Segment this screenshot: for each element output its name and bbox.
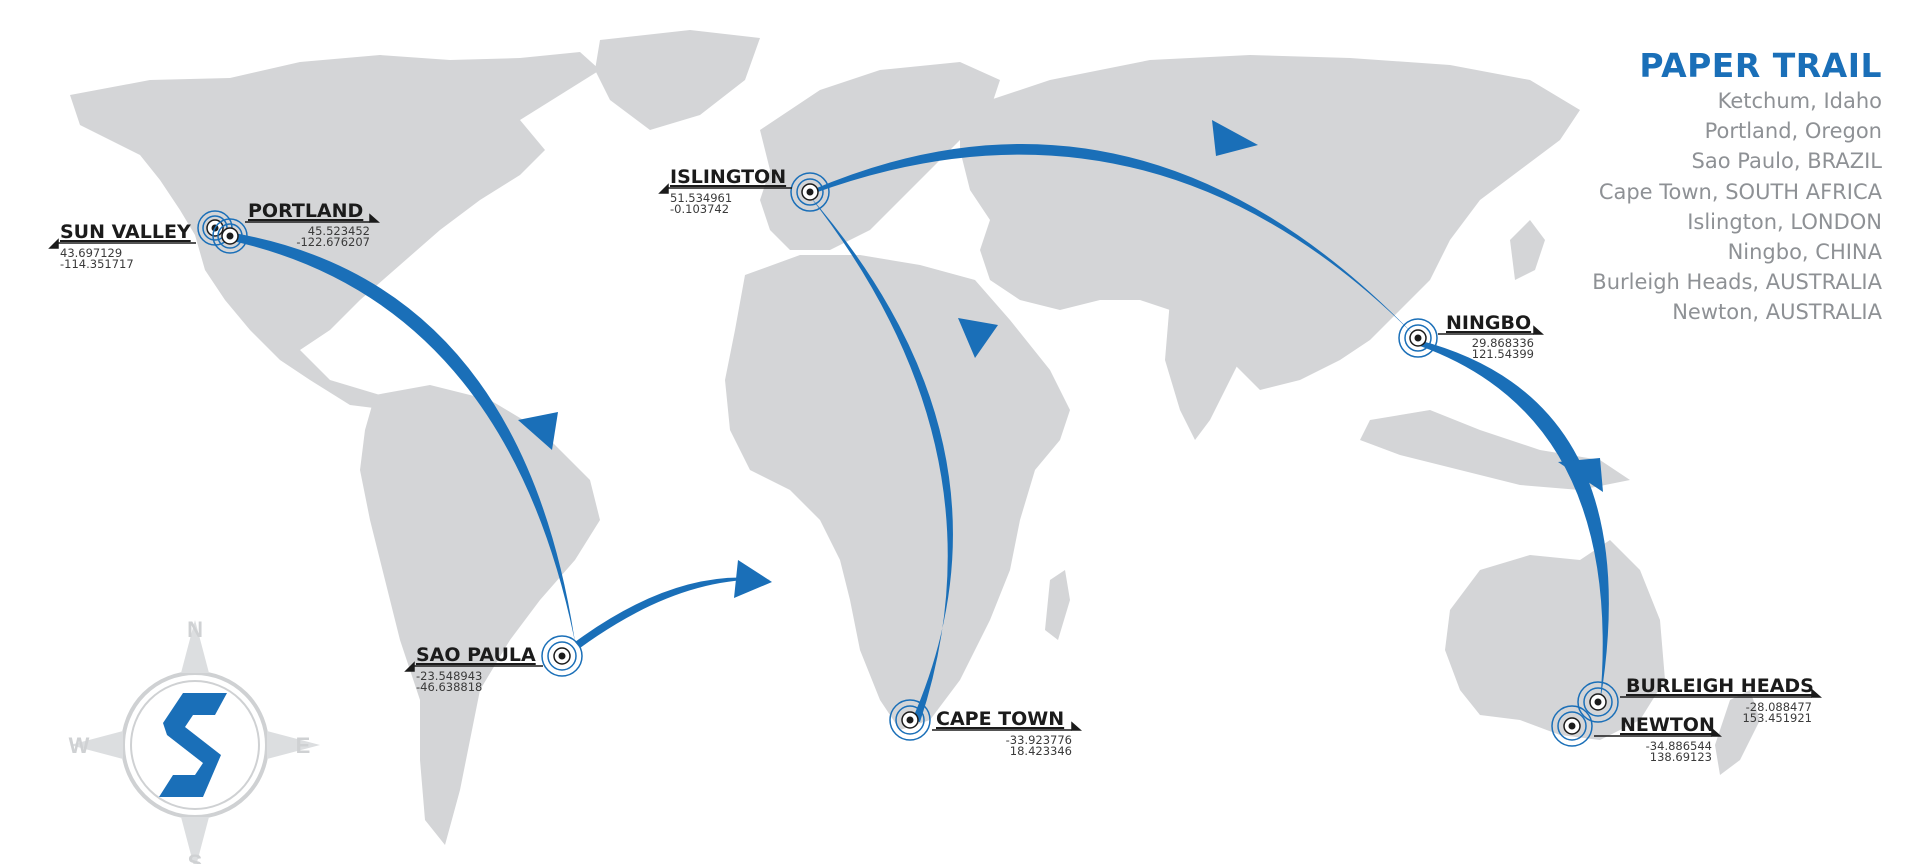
legend: PAPER TRAIL Ketchum, Idaho Portland, Ore… (1422, 46, 1882, 328)
legend-title: PAPER TRAIL (1639, 46, 1882, 85)
label-cape-town: CAPE TOWN (936, 708, 1065, 730)
label-lines (48, 183, 1822, 737)
route-arrow-2 (734, 560, 772, 598)
route-saopaulo-capetown (575, 577, 770, 648)
japan (1510, 220, 1545, 280)
legend-item: Ketchum, Idaho (1717, 89, 1882, 113)
compass-n: N (187, 617, 203, 642)
coord-sao-paula-lon: -46.638818 (416, 680, 483, 694)
marker-newton (1551, 705, 1593, 747)
compass-s: S (188, 850, 203, 864)
madagascar (1045, 570, 1070, 640)
routes (228, 120, 1609, 722)
coord-newton-lat: -34.886544 (1645, 739, 1712, 753)
australia (1445, 540, 1665, 740)
new-zealand (1715, 690, 1760, 775)
coord-portland-lon: -122.676207 (296, 235, 370, 249)
markers (197, 172, 1619, 747)
marker-sao-paula (541, 635, 583, 677)
coord-ningbo-lat: 29.868336 (1471, 336, 1534, 350)
route-arrow-1 (518, 412, 558, 450)
route-arrow-3 (958, 318, 998, 358)
coord-cape-town-lat: -33.923776 (1005, 733, 1072, 747)
label-sun-valley: SUN VALLEY (60, 221, 191, 243)
label-islington: ISLINGTON (670, 166, 787, 188)
legend-item: Newton, AUSTRALIA (1672, 300, 1882, 325)
coord-portland-lat: 45.523452 (307, 224, 370, 238)
coord-sun-valley-lat: 43.697129 (60, 246, 123, 260)
legend-item: Islington, LONDON (1687, 209, 1882, 234)
route-capetown-islington (808, 194, 953, 722)
coord-newton-lon: 138.69123 (1649, 750, 1712, 764)
route-ningbo-burleigh (1418, 340, 1609, 703)
label-sao-paula: SAO PAULA (416, 644, 536, 666)
north-america (70, 52, 600, 410)
south-america (360, 385, 600, 845)
label-portland: PORTLAND (248, 200, 364, 222)
compass-w: W (69, 733, 90, 758)
greenland (595, 30, 760, 130)
coord-islington-lat: 51.534961 (670, 191, 733, 205)
europe (760, 62, 1000, 250)
india (1165, 300, 1250, 440)
coord-sao-paula-lat: -23.548943 (416, 669, 483, 683)
legend-item: Portland, Oregon (1704, 119, 1882, 144)
route-sunvalley-saopaulo (228, 232, 575, 642)
marker-islington (790, 172, 830, 212)
marker-burleigh-heads (1577, 681, 1619, 723)
label-burleigh-heads: BURLEIGH HEADS (1626, 675, 1814, 697)
label-ningbo: NINGBO (1446, 312, 1532, 334)
coord-burleigh-heads-lat: -28.088477 (1745, 700, 1812, 714)
coord-cape-town-lon: 18.423346 (1009, 744, 1072, 758)
marker-cape-town (889, 699, 931, 741)
legend-item: Ningbo, CHINA (1727, 240, 1882, 265)
marker-ningbo (1398, 318, 1438, 358)
africa (725, 255, 1070, 730)
coord-ningbo-lon: 121.54399 (1471, 347, 1534, 361)
compass-s-logo-icon (159, 693, 227, 797)
marker-portland (212, 218, 248, 254)
coord-islington-lon: -0.103742 (670, 202, 730, 216)
compass-e: E (296, 733, 311, 758)
legend-item: Sao Paulo, BRAZIL (1691, 149, 1882, 174)
route-arrow-5 (1558, 458, 1603, 492)
route-arrow-4 (1212, 120, 1258, 156)
coord-sun-valley-lon: -114.351717 (60, 257, 134, 271)
legend-item: Cape Town, SOUTH AFRICA (1598, 179, 1882, 204)
coord-burleigh-heads-lon: 153.451921 (1742, 711, 1812, 725)
compass: N S W E (69, 617, 320, 864)
label-newton: NEWTON (1620, 714, 1715, 736)
legend-item: Burleigh Heads, AUSTRALIA (1592, 270, 1882, 295)
southeast-asia-islands (1360, 410, 1630, 490)
